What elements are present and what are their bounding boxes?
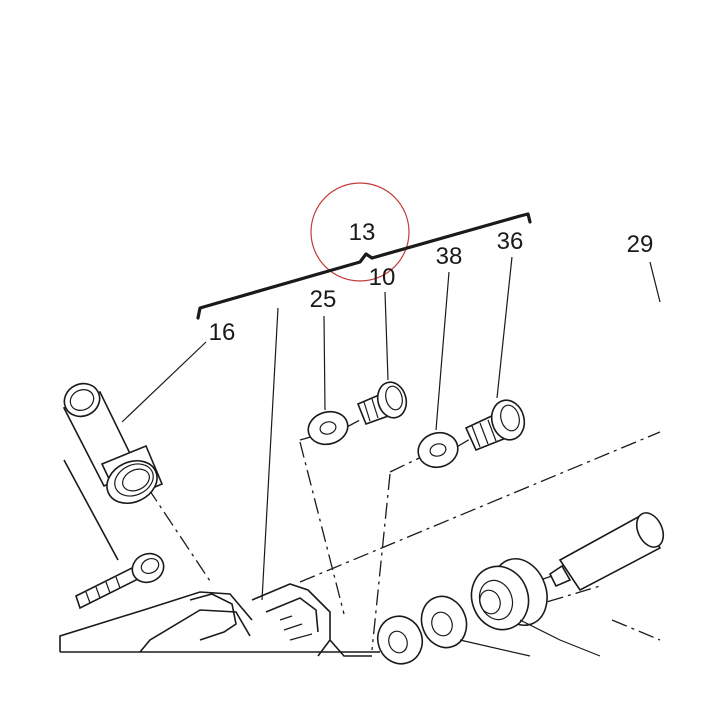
part-25-washer xyxy=(307,410,349,446)
washer-lower-1 xyxy=(420,595,468,649)
callout-36: 36 xyxy=(497,228,524,255)
leader-36 xyxy=(496,256,513,399)
housing-body xyxy=(59,583,601,657)
axis-line-main xyxy=(299,431,661,583)
bolt-left xyxy=(75,552,165,610)
part-10-screw xyxy=(356,381,408,426)
leader-10 xyxy=(384,291,389,381)
part-36-screw xyxy=(464,399,526,452)
washer-lower-2 xyxy=(376,615,424,665)
leader-29 xyxy=(649,261,661,303)
callout-16: 16 xyxy=(209,319,236,346)
leader-38 xyxy=(435,271,450,431)
part-38-washer xyxy=(417,431,459,469)
callout-38: 38 xyxy=(436,243,463,270)
leader-13 xyxy=(261,307,279,601)
bearing-bushing xyxy=(470,558,548,631)
group-brace xyxy=(196,212,532,320)
leader-16 xyxy=(121,341,207,423)
part-16-sleeve xyxy=(62,382,164,504)
stud-line xyxy=(63,459,119,561)
callout-10: 10 xyxy=(369,264,396,291)
callout-13: 13 xyxy=(349,219,376,246)
axis-line-25 xyxy=(299,431,345,615)
leader-25 xyxy=(323,315,326,411)
shaft-right xyxy=(539,512,665,592)
callout-25: 25 xyxy=(310,286,337,313)
callout-29: 29 xyxy=(627,231,654,258)
axis-line-16 xyxy=(147,487,213,585)
callout-13-highlight-circle xyxy=(310,182,410,282)
